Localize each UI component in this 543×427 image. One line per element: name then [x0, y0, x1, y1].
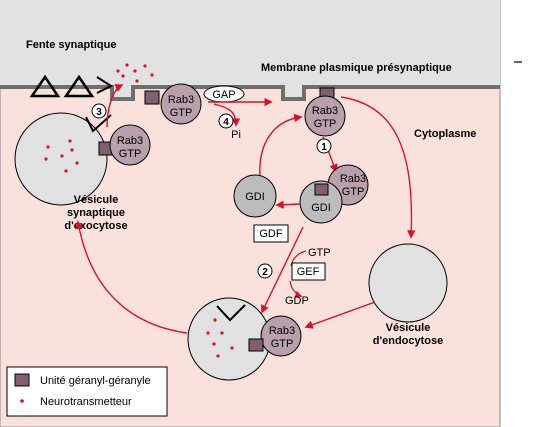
exocytosis-vesicle	[14, 112, 108, 206]
gef-box	[291, 262, 326, 281]
legend-geranyl-label: Unité géranyl-géranyle	[40, 375, 151, 387]
gdi-bound	[299, 180, 343, 224]
geranyl-anchor	[314, 183, 329, 196]
gtp-label: GTP	[119, 148, 142, 160]
exocytosis-vesicle-label-2: synaptique	[67, 207, 125, 219]
legend-box	[6, 366, 168, 417]
step-4-number: 4	[223, 117, 229, 128]
arrow-pi-release	[213, 103, 241, 127]
legend-geranyl-swatch	[14, 373, 30, 387]
synaptic-cleft-label: Fente synaptique	[26, 39, 116, 51]
gdf-label: GDF	[259, 228, 283, 240]
gdi-free	[233, 174, 277, 218]
step-1-number: 1	[321, 142, 327, 153]
rab3-label: Rab3	[168, 94, 194, 106]
step-3-number: 3	[96, 107, 102, 118]
gtp-molecule-label: GTP	[308, 247, 331, 259]
vesicle-tether	[85, 114, 112, 133]
gtp-label: GTP	[342, 186, 365, 198]
gdi-label: GDI	[245, 191, 265, 203]
gdf-box	[253, 224, 289, 243]
vesicle-tether	[216, 304, 246, 322]
gef-label: GEF	[297, 266, 320, 278]
step-4-badge	[218, 113, 234, 129]
receptor-triangle	[29, 74, 61, 98]
rab3-label: Rab3	[340, 173, 366, 185]
arrow-vesicle-maturation	[304, 301, 376, 329]
geranyl-anchor	[144, 90, 160, 105]
gtp-label: GTP	[170, 107, 193, 119]
gdi-label: GDI	[311, 202, 331, 214]
step-3-badge	[91, 103, 107, 119]
gdp-molecule-label: GDP	[285, 295, 309, 307]
arrow-gdi-recycle	[275, 200, 301, 209]
arrow-fusion	[106, 84, 124, 128]
receptor-triangle	[63, 74, 95, 98]
presynaptic-membrane	[0, 85, 500, 101]
rab3-label: Rab3	[117, 135, 143, 147]
rab3-gtp-recycled	[260, 315, 302, 357]
step-2-number: 2	[262, 267, 268, 278]
endocytosis-vesicle-label-2: d'endocytose	[373, 335, 443, 347]
arrow-vesicle-delivery	[261, 226, 304, 314]
rab3-gtp-vesicle-exocytosis	[109, 124, 151, 166]
rab3-label: Rab3	[269, 325, 295, 337]
recycled-vesicle-neurotransmitters	[206, 318, 234, 358]
pi-label: Pi	[231, 129, 241, 141]
legend-neurotransmitter-swatch	[20, 399, 24, 403]
cytoplasm-label: Cytoplasme	[414, 128, 476, 140]
rab3-gtp-membrane-a	[160, 83, 202, 125]
endocytosis-vesicle	[368, 243, 448, 323]
legend-neurotransmitter-label: Neurotransmetteur	[40, 396, 132, 408]
gap-label: GAP	[212, 89, 235, 101]
gtp-label: GTP	[271, 338, 294, 350]
rab3-label: Rab3	[312, 105, 338, 117]
arrow-endocytosis	[340, 96, 416, 239]
arrow-gdf-delivery	[259, 113, 303, 178]
step-1-badge	[316, 138, 332, 154]
exocytosis-vesicle-label-1: Vésicule	[74, 194, 119, 206]
vesicle-neurotransmitters	[44, 139, 79, 173]
arrow-gtp-in	[290, 250, 307, 267]
exocytosis-vesicle-label-3: d'exocytose	[64, 220, 127, 232]
presynaptic-membrane-label: Membrane plasmique présynaptique	[261, 62, 452, 74]
rab3-gtp-membrane-b	[304, 95, 346, 137]
arrow-vesicle-docking	[75, 220, 188, 334]
receptor-partial	[96, 76, 114, 94]
extracellular-region	[0, 0, 500, 99]
endocytosis-vesicle-label-1: Vésicule	[386, 322, 431, 334]
gtp-label: GTP	[314, 118, 337, 130]
step-2-badge	[257, 263, 273, 279]
arrow-gdp-out	[289, 280, 303, 298]
released-neurotransmitters	[116, 63, 154, 83]
geranyl-anchor	[248, 338, 264, 352]
